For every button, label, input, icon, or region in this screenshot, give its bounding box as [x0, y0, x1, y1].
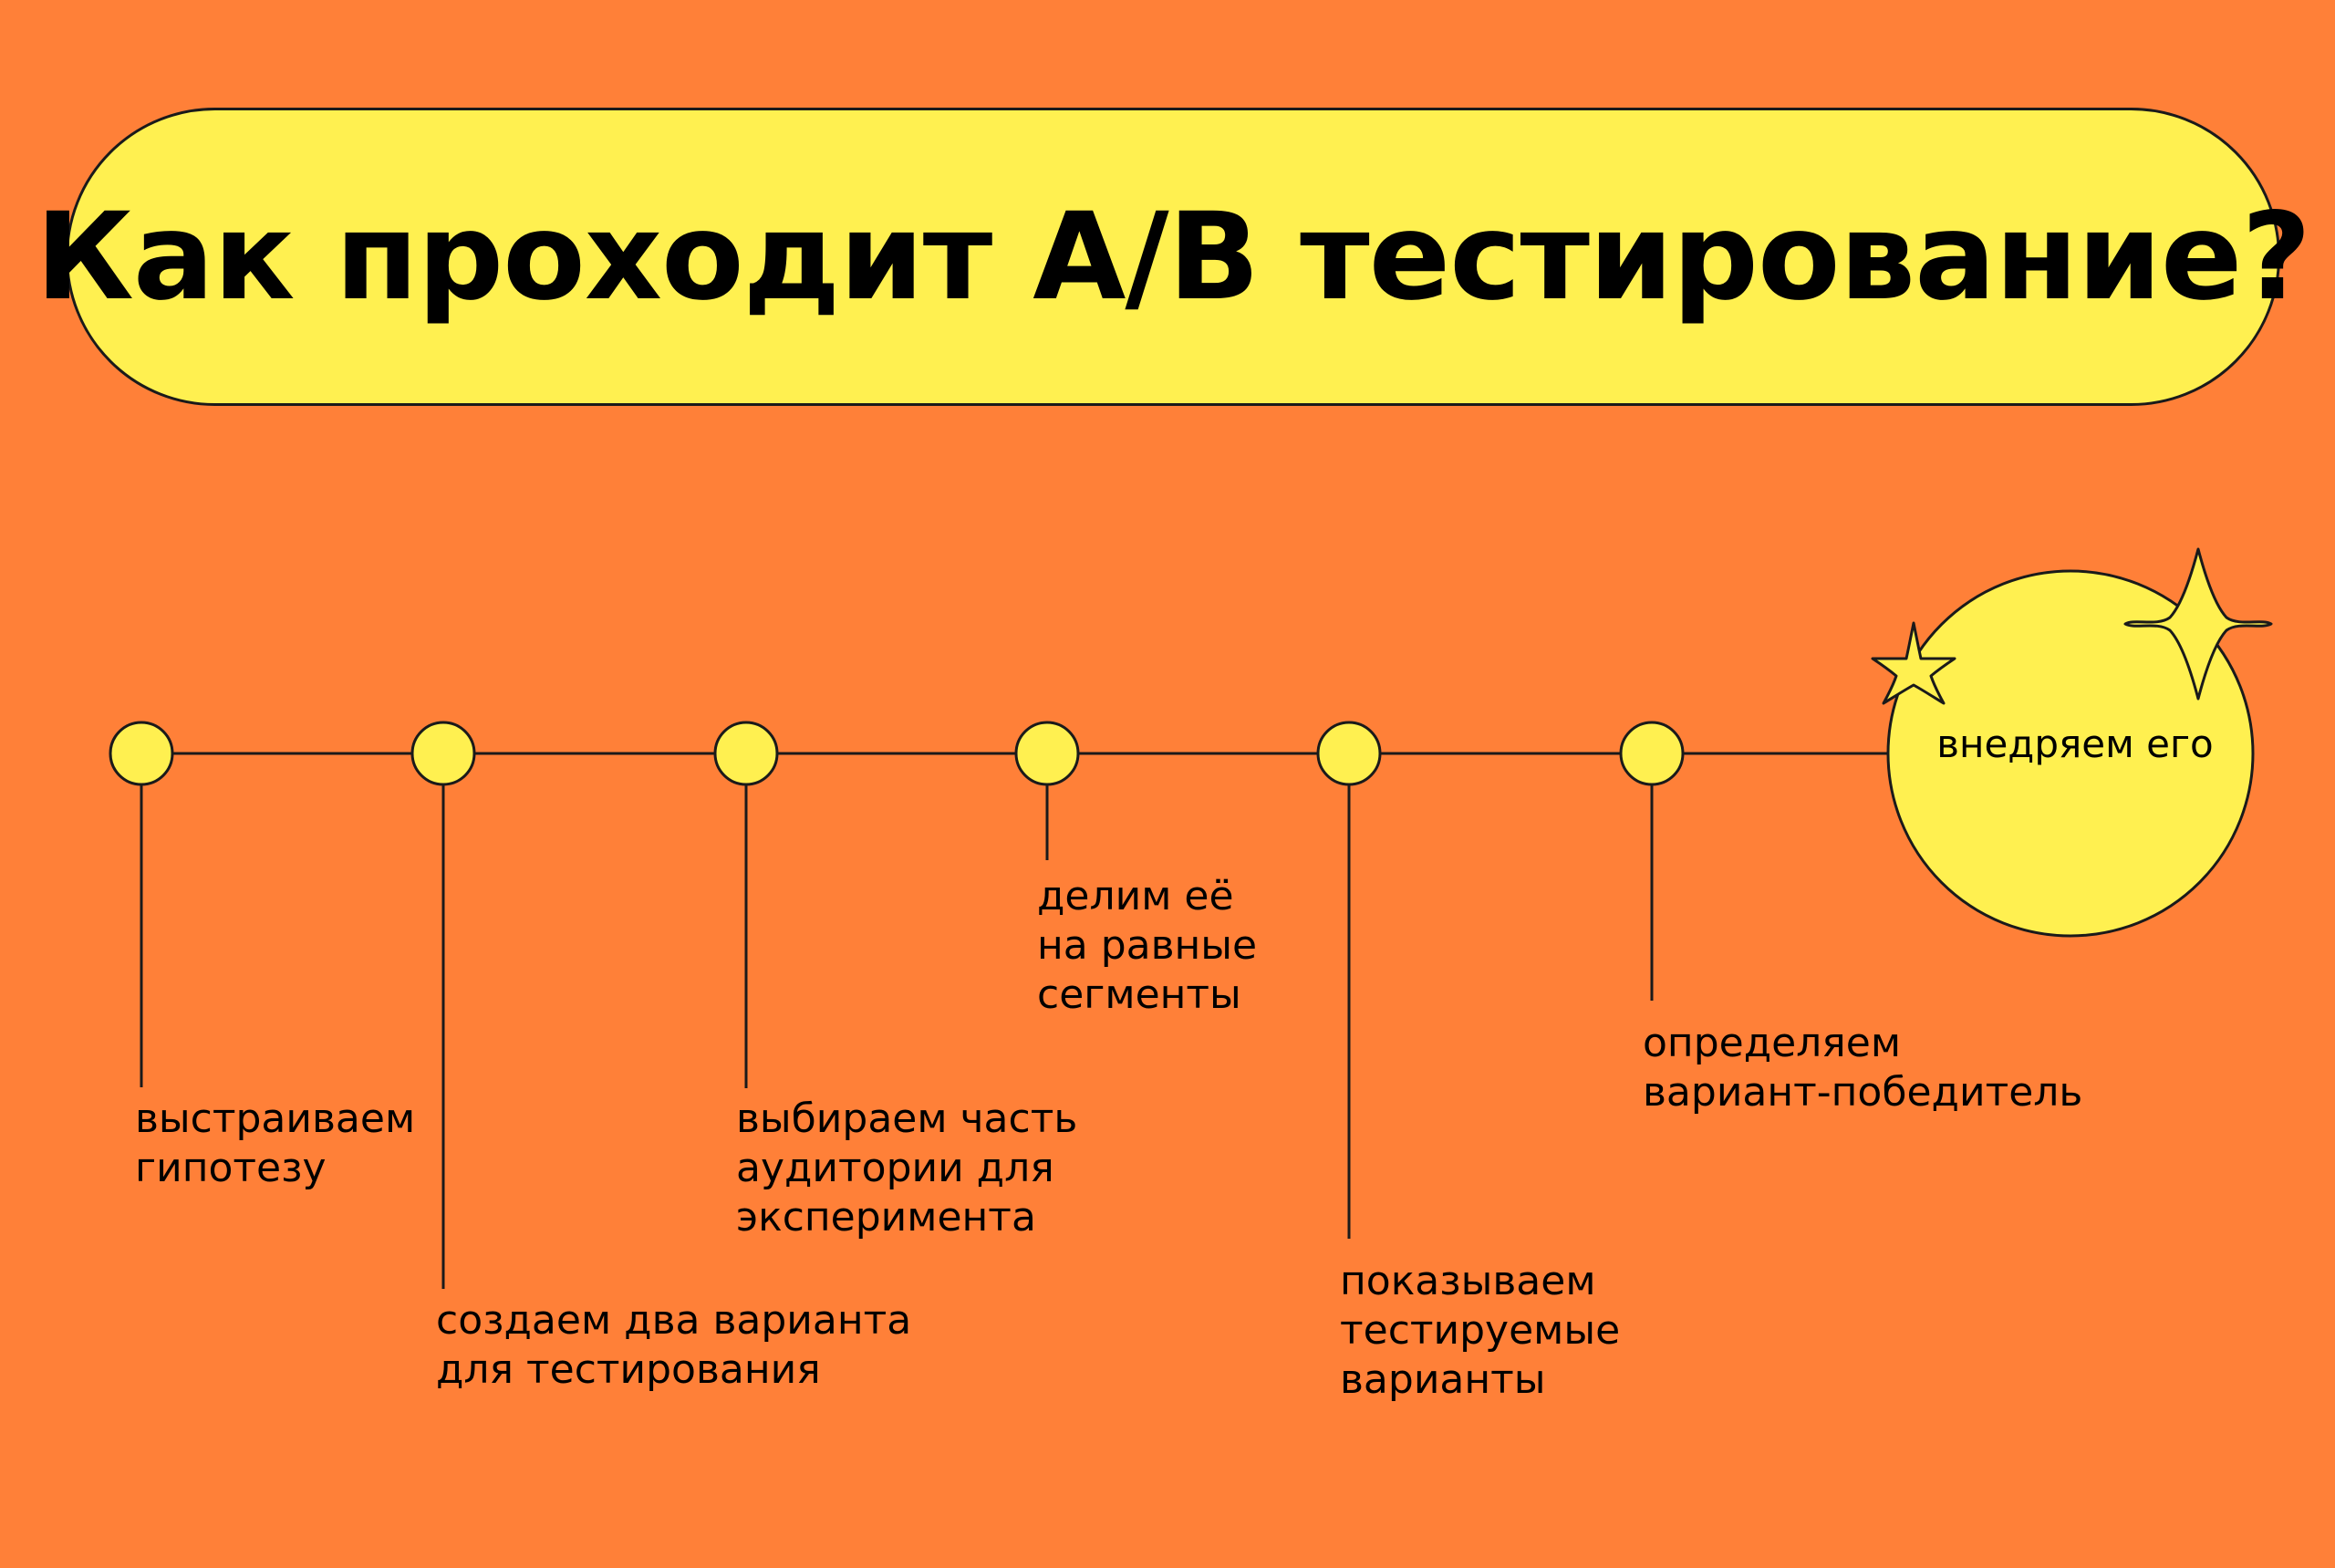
step-label-6: определяем вариант-победитель [1643, 1020, 2083, 1116]
step-node-6 [1619, 721, 1685, 786]
step-label-1: выстраиваем гипотезу [135, 1096, 416, 1191]
step-node-1 [109, 721, 174, 786]
step-label-5: показываем тестируемые варианты [1340, 1258, 1621, 1403]
title-banner: Как проходит A/B тестирование? [36, 108, 2311, 406]
step-label-3: выбираем часть аудитории для эксперимент… [736, 1096, 1078, 1241]
step-label-2: создаем два варианта для тестирования [436, 1297, 912, 1393]
page-title: Как проходит A/B тестирование? [35, 186, 2311, 327]
final-step-node [1886, 569, 2255, 938]
final-step-label: внедряем его [1936, 722, 2214, 766]
step-node-2 [410, 721, 476, 786]
large-star-icon [2123, 547, 2273, 701]
step-node-5 [1316, 721, 1382, 786]
small-star-icon [1871, 621, 1956, 705]
step-node-3 [713, 721, 779, 786]
step-node-4 [1014, 721, 1080, 786]
step-label-4: делим её на равные сегменты [1037, 873, 1258, 1018]
